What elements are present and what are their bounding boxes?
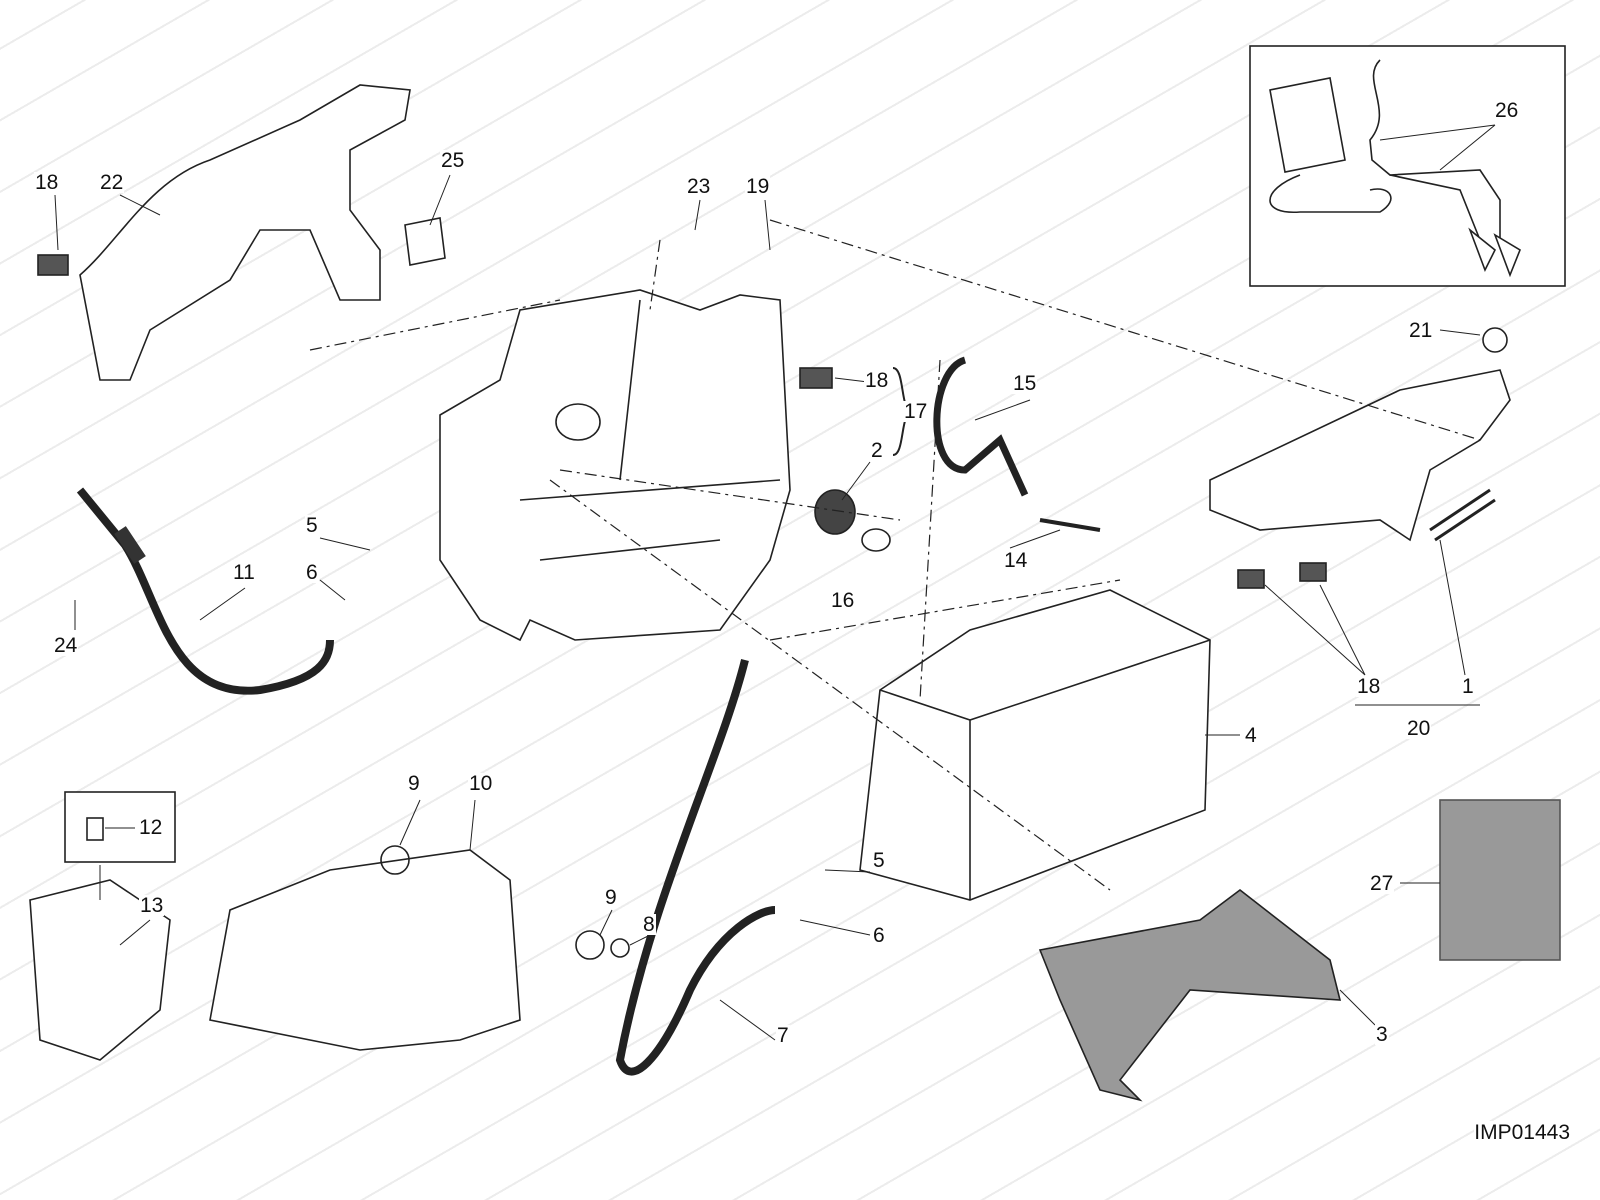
bolt-14: [1039, 518, 1101, 532]
battery-bracket: [1209, 369, 1511, 542]
fuse-12: [86, 817, 104, 841]
callout-15: 15: [1012, 372, 1038, 395]
rubber-pad-18: [37, 254, 69, 276]
nut-8: [610, 938, 630, 958]
rubber-pad-18: [1299, 562, 1327, 582]
callout-22: 22: [99, 171, 125, 194]
warning-label-27: [1439, 799, 1561, 961]
callout-12: 12: [138, 816, 164, 839]
callout-27: 27: [1369, 872, 1395, 895]
cable-11: [76, 487, 334, 695]
callout-21: 21: [1408, 319, 1434, 342]
battery: [859, 589, 1211, 901]
battery-strap-3: [1038, 888, 1342, 1102]
callout-4: 4: [1244, 724, 1258, 747]
cable-15: [933, 356, 1029, 497]
callout-10: 10: [468, 772, 494, 795]
bushing-16: [861, 528, 891, 552]
washer-9: [575, 930, 605, 960]
rear-subframe: [79, 84, 411, 381]
callout-18: 18: [864, 369, 890, 392]
grommet-2: [814, 489, 856, 535]
callout-5: 5: [305, 514, 319, 537]
callout-1: 1: [1461, 675, 1475, 698]
fuse-box-13: [29, 879, 171, 1061]
battery-charger: [1269, 59, 1521, 278]
assembly-lines: [309, 219, 1481, 891]
callout-6: 6: [305, 561, 319, 584]
callout-7: 7: [776, 1024, 790, 1047]
rubber-pad-18: [1237, 569, 1265, 589]
callout-8: 8: [642, 913, 656, 936]
battery-box: [439, 289, 791, 642]
callout-18: 18: [34, 171, 60, 194]
callout-2: 2: [870, 439, 884, 462]
drawing-code: IMP01443: [1474, 1121, 1570, 1145]
callout-16: 16: [830, 589, 856, 612]
callout-18: 18: [1356, 675, 1382, 698]
callout-6: 6: [872, 924, 886, 947]
callout-17: 17: [903, 400, 929, 423]
electrical-tray-10: [209, 849, 521, 1051]
callout-9: 9: [604, 886, 618, 909]
cable-7: [615, 659, 776, 1076]
rubber-pad-18: [799, 367, 833, 389]
washer-9: [380, 845, 410, 875]
callout-26: 26: [1494, 99, 1520, 122]
callout-14: 14: [1003, 549, 1029, 572]
callout-23: 23: [686, 175, 712, 198]
callout-25: 25: [440, 149, 466, 172]
callout-20: 20: [1406, 717, 1432, 740]
screw-21: [1482, 327, 1508, 353]
callout-9: 9: [407, 772, 421, 795]
callout-5: 5: [872, 849, 886, 872]
clip-25: [404, 217, 446, 266]
callout-11: 11: [232, 561, 256, 584]
callout-24: 24: [53, 634, 79, 657]
callout-13: 13: [139, 894, 165, 917]
callout-19: 19: [745, 175, 771, 198]
callout-3: 3: [1375, 1023, 1389, 1046]
